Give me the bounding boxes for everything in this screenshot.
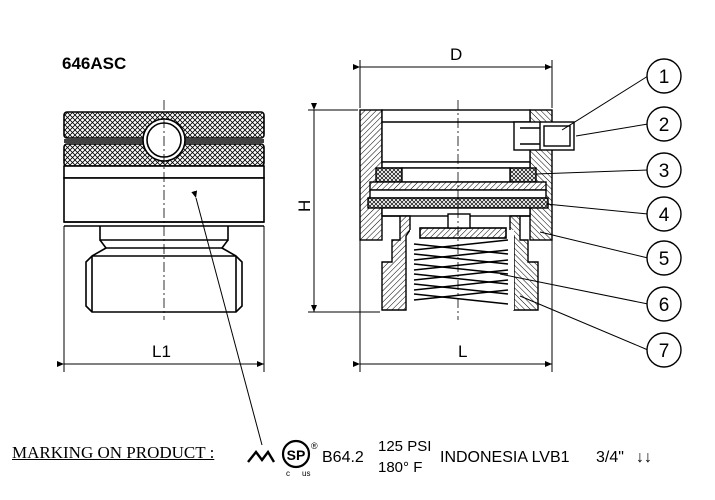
marking-arrows: ↓↓ xyxy=(636,449,652,466)
model-number: 646ASC xyxy=(62,54,127,73)
dim-label-h: H xyxy=(295,200,314,212)
callout-2: 2 xyxy=(659,115,670,136)
gasket-right xyxy=(509,167,537,183)
body-left xyxy=(381,215,411,311)
marking-pressure: 125 PSI xyxy=(378,438,431,455)
section-view xyxy=(359,109,575,311)
dimension-l xyxy=(353,240,553,372)
wave-icon xyxy=(247,449,276,463)
callout-1: 1 xyxy=(659,67,670,88)
callout-4: 4 xyxy=(659,205,670,226)
marking-standard: B64.2 xyxy=(322,449,364,466)
svg-text:SP: SP xyxy=(287,447,306,463)
marking-label: MARKING ON PRODUCT : xyxy=(12,443,215,462)
csa-c: c xyxy=(286,469,290,478)
marking-leader xyxy=(191,190,263,446)
callout-circles xyxy=(646,58,682,368)
marking-size: 3/4" xyxy=(596,449,624,466)
dimension-l1 xyxy=(57,226,265,372)
dim-label-l: L xyxy=(458,342,467,361)
marking-origin: INDONESIA LVB1 xyxy=(440,449,570,466)
marking-temperature: 180° F xyxy=(378,459,422,476)
callout-7: 7 xyxy=(659,341,670,362)
dim-label-l1: L1 xyxy=(152,342,171,361)
callout-6: 6 xyxy=(659,295,670,316)
dimension-d xyxy=(353,60,553,108)
callout-3: 3 xyxy=(659,161,670,182)
spring xyxy=(410,227,514,310)
callout-5: 5 xyxy=(659,249,670,270)
dimension-h xyxy=(308,103,380,313)
callout-leaders xyxy=(499,75,649,351)
csa-us: us xyxy=(302,469,310,478)
csa-reg: ® xyxy=(311,441,318,451)
gasket-left xyxy=(375,167,403,183)
body-right xyxy=(509,215,539,311)
dim-label-d: D xyxy=(450,45,462,64)
csa-logo-icon: SP c us ® xyxy=(281,439,318,478)
